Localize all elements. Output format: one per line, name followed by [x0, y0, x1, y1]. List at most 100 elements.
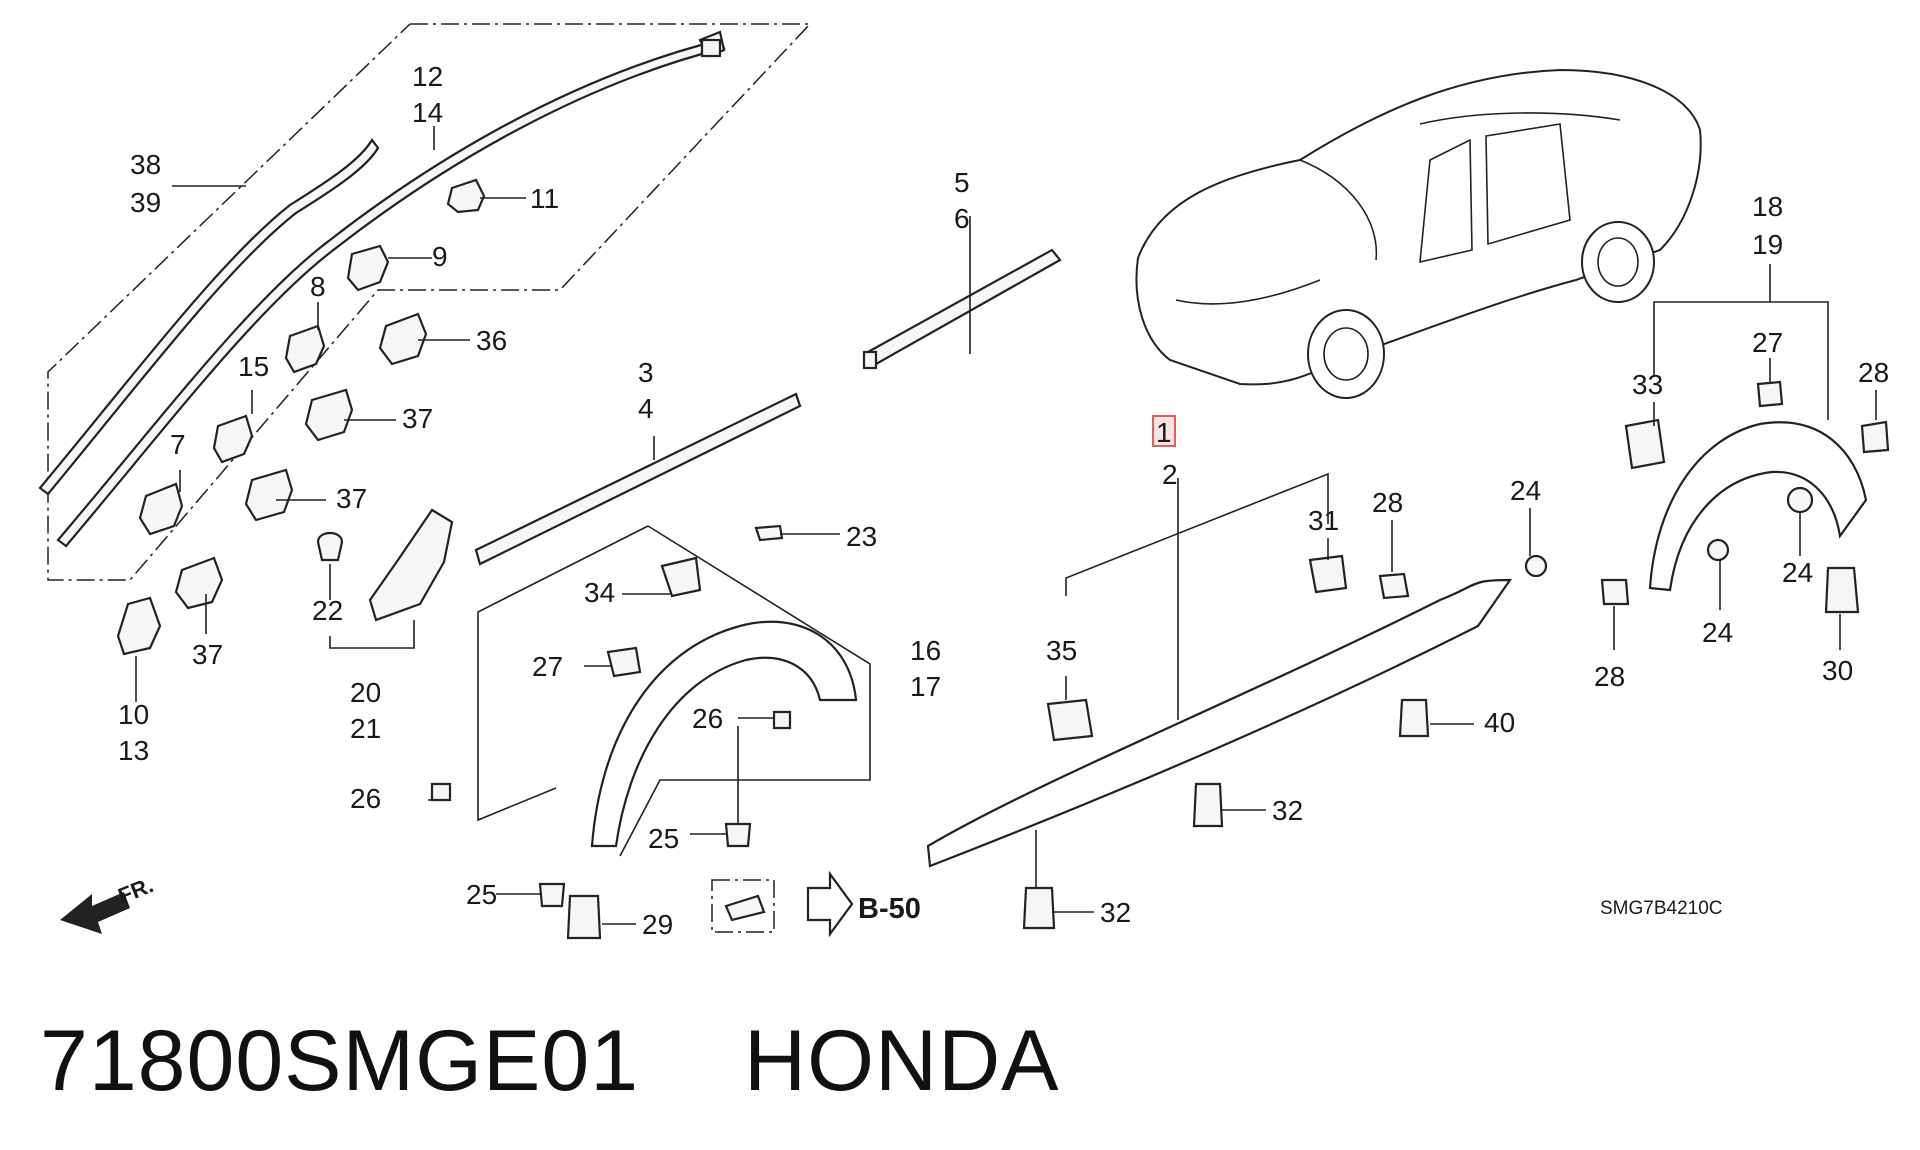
door-molding-group — [38, 23, 812, 656]
callout: 6 — [954, 203, 970, 234]
clip-40 — [1398, 698, 1430, 738]
clip-32a — [1192, 782, 1224, 828]
clip-26b — [430, 782, 452, 802]
clip-27-right — [1756, 380, 1784, 408]
car-illustration — [1135, 68, 1702, 399]
callout: 18 — [1752, 191, 1783, 222]
callout: 40 — [1484, 707, 1515, 738]
front-direction-arrow: FR. — [60, 872, 157, 934]
callout: 25 — [648, 823, 679, 854]
reference-arrow: B-50 — [806, 870, 921, 938]
callout: 31 — [1308, 505, 1339, 536]
callout: 17 — [910, 671, 941, 702]
clip-7 — [138, 482, 184, 536]
direction-label: FR. — [115, 872, 157, 908]
screw-24-right-b — [1706, 538, 1730, 562]
callout: 27 — [532, 651, 563, 682]
callout: 38 — [130, 149, 161, 180]
callout-labels: 1 2 3 4 5 6 7 8 9 10 11 12 13 14 15 16 1… — [118, 61, 1889, 940]
reference-label: B-50 — [858, 893, 921, 925]
callout: 37 — [336, 483, 367, 514]
diagram-code: SMG7B4210C — [1600, 898, 1723, 919]
clip-26a — [772, 710, 792, 730]
side-sill-garnish — [926, 472, 1548, 930]
callout: 12 — [412, 61, 443, 92]
callout: 14 — [412, 97, 443, 128]
clip-33 — [1624, 418, 1666, 470]
screw-25a — [724, 822, 752, 848]
screw-b50 — [711, 879, 775, 933]
callout: 29 — [642, 909, 673, 940]
clip-34 — [660, 556, 702, 598]
clip-22 — [316, 531, 344, 562]
clip-28-right-top — [1860, 420, 1890, 454]
callout: 24 — [1510, 475, 1541, 506]
callout: 3 — [638, 357, 654, 388]
callout: 11 — [530, 183, 559, 214]
clip-9 — [346, 244, 390, 292]
callout: 1 — [1156, 417, 1172, 448]
screw-24-right-a — [1786, 486, 1814, 514]
callout: 23 — [846, 521, 877, 552]
callout: 9 — [432, 241, 448, 272]
belt-molding-3-4 — [474, 392, 802, 566]
garnish-20-21 — [368, 508, 454, 622]
callout: 8 — [310, 271, 326, 302]
clip-8 — [284, 324, 326, 374]
callout: 19 — [1752, 229, 1783, 260]
callout: 27 — [1752, 327, 1783, 358]
clip-15 — [212, 414, 254, 464]
clip-37a — [304, 388, 354, 442]
clip-36 — [378, 312, 428, 366]
callout: 2 — [1162, 459, 1178, 490]
callout: 30 — [1822, 655, 1853, 686]
rear-arch-group — [1600, 301, 1890, 614]
callout: 15 — [238, 351, 269, 382]
callout: 24 — [1782, 557, 1813, 588]
brand-name: HONDA — [743, 1013, 1060, 1109]
clip-28-mid — [1378, 572, 1410, 600]
callout: 21 — [350, 713, 381, 744]
clip-37b — [244, 468, 294, 522]
part-caption: 71800SMGE01 HONDA — [40, 1012, 1060, 1111]
callout: 13 — [118, 735, 149, 766]
callout: 28 — [1594, 661, 1625, 692]
clip-32b — [1022, 886, 1056, 930]
callout: 26 — [692, 703, 723, 734]
callout: 32 — [1272, 795, 1303, 826]
front-arch-group — [430, 524, 871, 940]
callout: 33 — [1632, 369, 1663, 400]
clip-27-left — [606, 646, 642, 678]
callout: 32 — [1100, 897, 1131, 928]
callout: 36 — [476, 325, 507, 356]
clip-28-right-bottom — [1600, 578, 1630, 606]
screw-25b — [538, 882, 566, 908]
clip-23 — [754, 524, 784, 542]
callout: 28 — [1372, 487, 1403, 518]
callout: 4 — [638, 393, 654, 424]
callout: 26 — [350, 783, 381, 814]
clip-11 — [446, 178, 486, 214]
callout: 24 — [1702, 617, 1733, 648]
callout: 22 — [312, 595, 343, 626]
part-number: 71800SMGE01 — [40, 1013, 640, 1109]
screw-24-mid — [1524, 554, 1548, 578]
highlight-box — [1152, 415, 1176, 447]
callout: 35 — [1046, 635, 1077, 666]
callout: 34 — [584, 577, 615, 608]
callout: 37 — [192, 639, 223, 670]
belt-molding-5-6 — [862, 248, 1062, 370]
callout: 10 — [118, 699, 149, 730]
callout: 16 — [910, 635, 941, 666]
callout: 37 — [402, 403, 433, 434]
clip-29 — [566, 894, 602, 940]
callout: 28 — [1858, 357, 1889, 388]
callout: 25 — [466, 879, 497, 910]
callout: 20 — [350, 677, 381, 708]
clip-35 — [1046, 698, 1094, 742]
callout: 7 — [170, 429, 186, 460]
leader-lines — [135, 126, 1877, 925]
clip-31 — [1308, 554, 1348, 594]
clip-10 — [116, 596, 162, 656]
